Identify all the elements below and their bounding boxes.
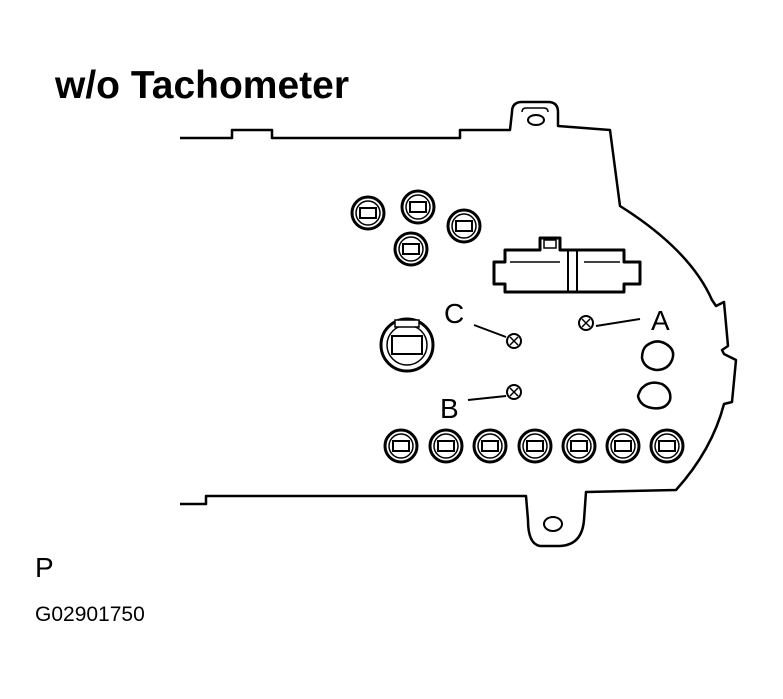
bulb-socket — [605, 428, 641, 464]
bulb-socket — [393, 231, 429, 267]
label-c: C — [444, 298, 464, 329]
wire-harness-connector — [492, 236, 642, 294]
bulb-socket — [400, 189, 436, 225]
terminal-screw-b — [506, 384, 522, 400]
bulb-socket — [472, 428, 508, 464]
bulb-holder-clip — [640, 340, 675, 372]
meter-housing-outline — [180, 100, 738, 548]
label-a: A — [651, 305, 670, 336]
leader-line-b — [467, 395, 507, 401]
figure-code: G02901750 — [35, 603, 145, 626]
terminal-screw-a — [578, 315, 594, 331]
large-bulb-socket — [379, 317, 435, 373]
bulb-socket — [561, 428, 597, 464]
leader-line-a — [595, 318, 641, 327]
bulb-socket — [446, 208, 482, 244]
view-letter: P — [35, 552, 54, 583]
bulb-socket — [350, 195, 386, 231]
bulb-socket — [649, 428, 685, 464]
bulb-socket — [517, 428, 553, 464]
bulb-holder-clip — [636, 381, 672, 410]
label-b: B — [440, 393, 459, 424]
top-mounting-hole — [527, 114, 545, 126]
bottom-mounting-hole — [543, 516, 563, 532]
bulb-socket — [383, 428, 419, 464]
diagram-title: w/o Tachometer — [55, 64, 350, 107]
bulb-socket — [428, 428, 464, 464]
terminal-screw-c — [506, 333, 522, 349]
leader-line-c — [473, 324, 507, 338]
